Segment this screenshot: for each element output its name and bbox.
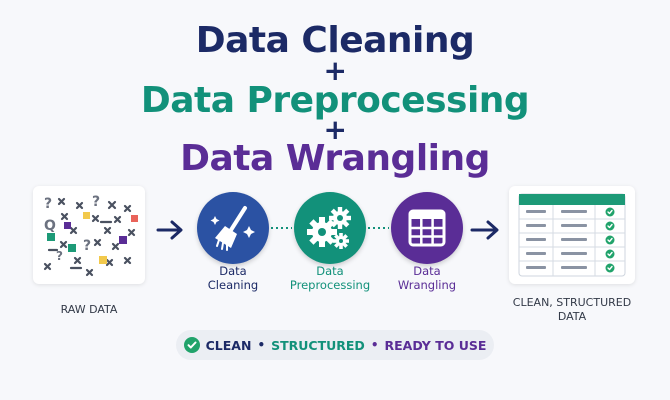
status-pill: CLEAN • STRUCTURED • READY TO USE: [176, 330, 494, 360]
step-label-data-wrangling: Data Wrangling: [397, 264, 457, 292]
arrow-right-icon: [470, 220, 499, 240]
check-icon: [605, 207, 615, 273]
step-label-data-preprocessing: Data Preprocessing: [289, 264, 371, 292]
broom-icon: [210, 206, 255, 251]
arrow-right-icon: [156, 220, 183, 240]
gears-icon: [307, 207, 351, 249]
clean-structured-data-label: CLEAN, STRUCTURED DATA: [512, 296, 632, 323]
title-plus-2: +: [323, 113, 347, 146]
clean-data-table-card: [509, 186, 635, 284]
data-preprocessing-circle: [294, 192, 366, 264]
step-label-data-cleaning: Data Cleaning: [207, 264, 259, 292]
grid-table-icon: [408, 209, 446, 247]
data-cleaning-circle: [197, 192, 269, 264]
svg-text:?: ?: [92, 194, 100, 210]
svg-text:?: ?: [83, 238, 91, 254]
raw-data-label: RAW DATA: [60, 303, 118, 316]
svg-text:?: ?: [44, 196, 52, 212]
footer-clean: CLEAN: [205, 337, 252, 353]
data-wrangling-circle: [391, 192, 463, 264]
title-data-wrangling: Data Wrangling: [180, 138, 490, 179]
footer-separator: •: [370, 338, 379, 352]
raw-data-card: ? ? Q ? ?: [33, 186, 145, 284]
title-data-cleaning: Data Cleaning: [195, 20, 475, 61]
title-plus-1: +: [323, 54, 347, 87]
footer-ready-to-use: READY TO USE: [384, 337, 487, 353]
footer-structured: STRUCTURED: [271, 337, 365, 353]
svg-text:Q: Q: [44, 218, 56, 234]
footer-separator: •: [257, 338, 266, 352]
scattered-raw-data-icon: ? ? Q ? ?: [43, 194, 138, 277]
title-data-preprocessing: Data Preprocessing: [140, 80, 530, 121]
svg-text:?: ?: [56, 249, 63, 263]
check-circle-icon: [183, 337, 200, 353]
structured-table-icon: [518, 193, 626, 277]
